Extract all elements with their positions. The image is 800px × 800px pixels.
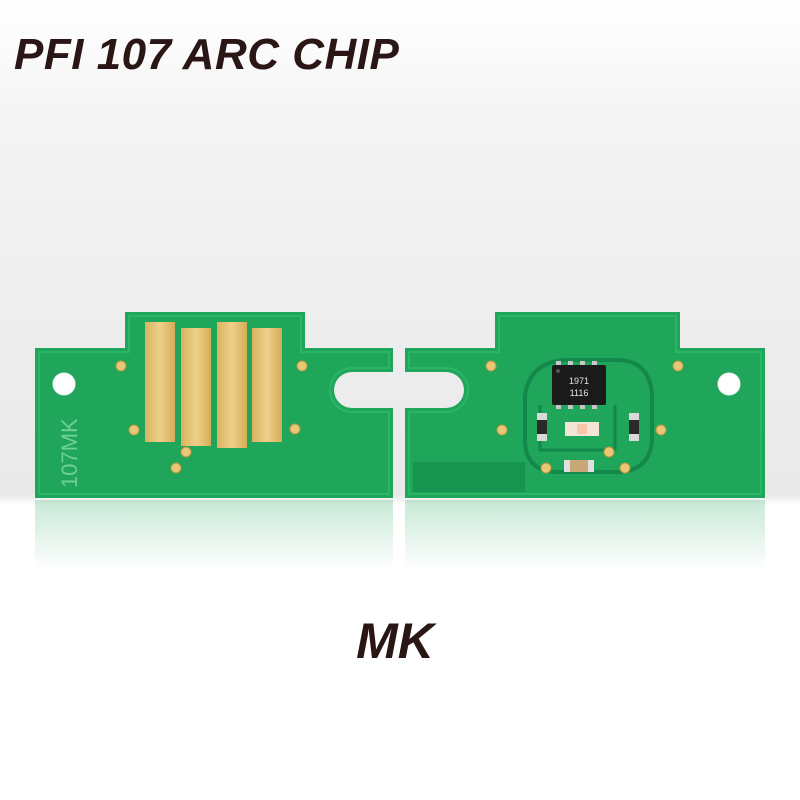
ic-marking-line1: 1971: [569, 376, 589, 386]
back-mounting-hole: [717, 372, 741, 396]
ic-pin1-dot: [556, 369, 560, 373]
ic-chip: [552, 365, 606, 405]
front-silkscreen-label: 107MK: [57, 418, 82, 488]
back-ground-plane: [413, 462, 525, 492]
contact-pad-4: [252, 328, 282, 442]
contact-pad-1: [145, 322, 175, 442]
ic-marking-line2: 1116: [570, 388, 589, 398]
chip-back: 1971 1116: [405, 312, 765, 498]
front-vias: [115, 360, 308, 474]
back-chip-reflection: [405, 500, 765, 570]
smd-capacitor-right: [629, 413, 639, 441]
front-solder-mask-border: [38, 315, 390, 495]
back-vias: [485, 360, 684, 474]
chip-front: 107MK: [35, 312, 393, 498]
ic-pins: [556, 361, 597, 409]
front-mounting-hole: [52, 372, 76, 396]
smd-resistor: [564, 460, 594, 472]
contact-pad-3: [217, 322, 247, 448]
smd-capacitor-left: [537, 413, 547, 441]
variant-label: MK: [356, 613, 434, 669]
front-chip-reflection: [35, 500, 393, 570]
circuit-trace-ring: [523, 358, 654, 474]
back-solder-mask-border: [408, 315, 762, 495]
smd-led: [565, 422, 599, 436]
contact-pad-2: [181, 328, 211, 446]
front-pcb-board: [35, 312, 393, 498]
product-title: PFI 107 ARC CHIP: [14, 30, 400, 79]
